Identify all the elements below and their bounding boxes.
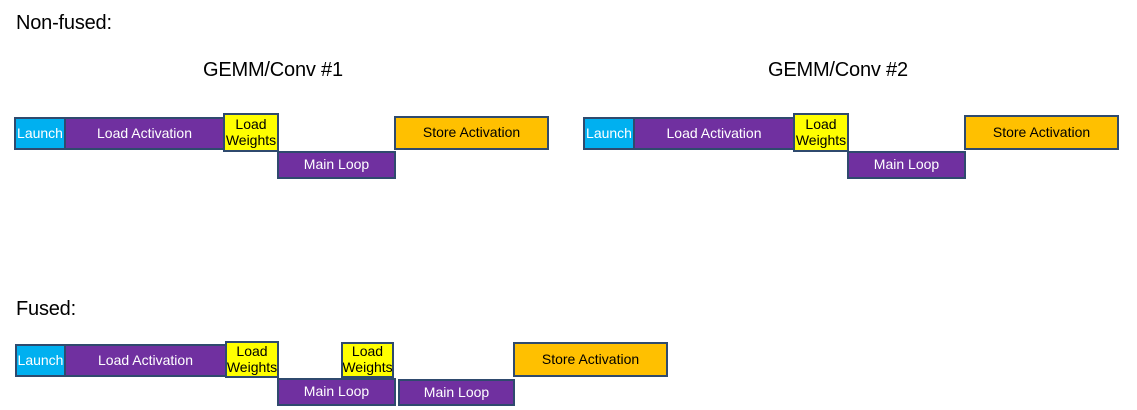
fused-launch-block: Launch bbox=[15, 344, 66, 377]
nonfused2-load-activation-block: Load Activation bbox=[633, 117, 795, 150]
nonfused2-load-weights-block: Load Weights bbox=[793, 113, 849, 152]
nonfused1-load-weights-block: Load Weights bbox=[223, 113, 279, 152]
fused-store-activation-block: Store Activation bbox=[513, 342, 668, 377]
nonfused2-store-activation-block: Store Activation bbox=[964, 115, 1119, 150]
nonfused1-launch-block: Launch bbox=[14, 117, 66, 150]
nonfused2-launch-block: Launch bbox=[583, 117, 635, 150]
fused-section-heading: Fused: bbox=[16, 298, 76, 320]
fused-load-activation-block: Load Activation bbox=[64, 344, 227, 377]
nonfused1-load-activation-block: Load Activation bbox=[64, 117, 225, 150]
fused-main-loop-2-block: Main Loop bbox=[398, 379, 515, 406]
non-fused-section-heading: Non-fused: bbox=[16, 12, 112, 34]
gemm-conv-2-title: GEMM/Conv #2 bbox=[768, 59, 908, 81]
fused-load-weights-2-block: Load Weights bbox=[341, 342, 394, 378]
nonfused2-main-loop-block: Main Loop bbox=[847, 151, 966, 179]
nonfused1-store-activation-block: Store Activation bbox=[394, 116, 549, 150]
nonfused1-main-loop-block: Main Loop bbox=[277, 151, 396, 179]
fused-main-loop-1-block: Main Loop bbox=[277, 378, 396, 406]
gemm-conv-1-title: GEMM/Conv #1 bbox=[203, 59, 343, 81]
fused-load-weights-1-block: Load Weights bbox=[225, 341, 279, 378]
